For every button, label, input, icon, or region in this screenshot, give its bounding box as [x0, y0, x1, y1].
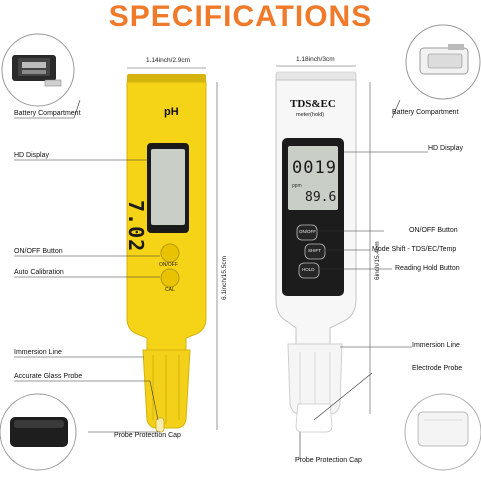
ph-height-label: 6.1inch/15.5cm: [221, 255, 228, 300]
tds-brand-label: TDS&EC: [290, 98, 336, 110]
battery-inset-right: [405, 24, 481, 100]
tds-callout-cap: Probe Protection Cap: [295, 457, 362, 464]
tds-display-temp: 89.6: [305, 190, 337, 205]
ph-callout-calibration: Auto Calibration: [14, 269, 64, 276]
ph-cal-button[interactable]: CAL: [165, 287, 175, 293]
callout-lines: [14, 99, 428, 459]
tds-callout-probe: Electrode Probe: [412, 365, 463, 372]
tds-display-unit: ppm: [292, 183, 302, 189]
tds-hold-button[interactable]: HOLD: [302, 267, 315, 272]
ph-callout-battery: Battery Compartment: [14, 110, 81, 117]
ph-brand-label: pH: [164, 106, 179, 118]
tds-callout-hold: Reading Hold Button: [395, 265, 460, 272]
tds-callout-onoff: ON/OFF Button: [409, 227, 458, 234]
ph-callout-onoff: ON/OFF Button: [14, 248, 63, 255]
tds-width-label: 1.18inch/3cm: [296, 56, 335, 63]
tds-display-main: 0019: [292, 158, 337, 178]
ph-width-label: 1.14inch/2.9cm: [146, 57, 191, 64]
tds-callout-immersion: Immersion Line: [412, 342, 460, 349]
ph-meter: [126, 74, 207, 433]
tds-shift-button[interactable]: SHIFT: [308, 248, 321, 253]
tds-callout-battery: Battery Compartment: [392, 109, 459, 116]
ph-display-reading: 7.02: [124, 200, 148, 253]
ph-callout-display: HD Display: [14, 152, 50, 159]
tds-sub-label: meter(hold): [296, 112, 325, 118]
battery-inset-left: [1, 33, 75, 107]
tds-callout-mode: Mode Shift - TDS/EC/Temp: [372, 246, 457, 253]
cap-inset-left: [0, 393, 77, 471]
tds-callout-display: HD Display: [428, 145, 464, 152]
tds-meter: [275, 71, 357, 433]
ph-callout-cap: Probe Protection Cap: [114, 432, 181, 439]
dimension-lines: [127, 65, 371, 430]
ph-callout-probe: Accurate Glass Probe: [14, 373, 83, 380]
ph-onoff-button[interactable]: ON/OFF: [159, 262, 178, 268]
tds-onoff-button[interactable]: ON/OFF: [299, 229, 316, 234]
cap-inset-right: [404, 393, 481, 471]
page-title: SPECIFICATIONS: [108, 0, 373, 33]
ph-callout-immersion: Immersion Line: [14, 349, 62, 356]
